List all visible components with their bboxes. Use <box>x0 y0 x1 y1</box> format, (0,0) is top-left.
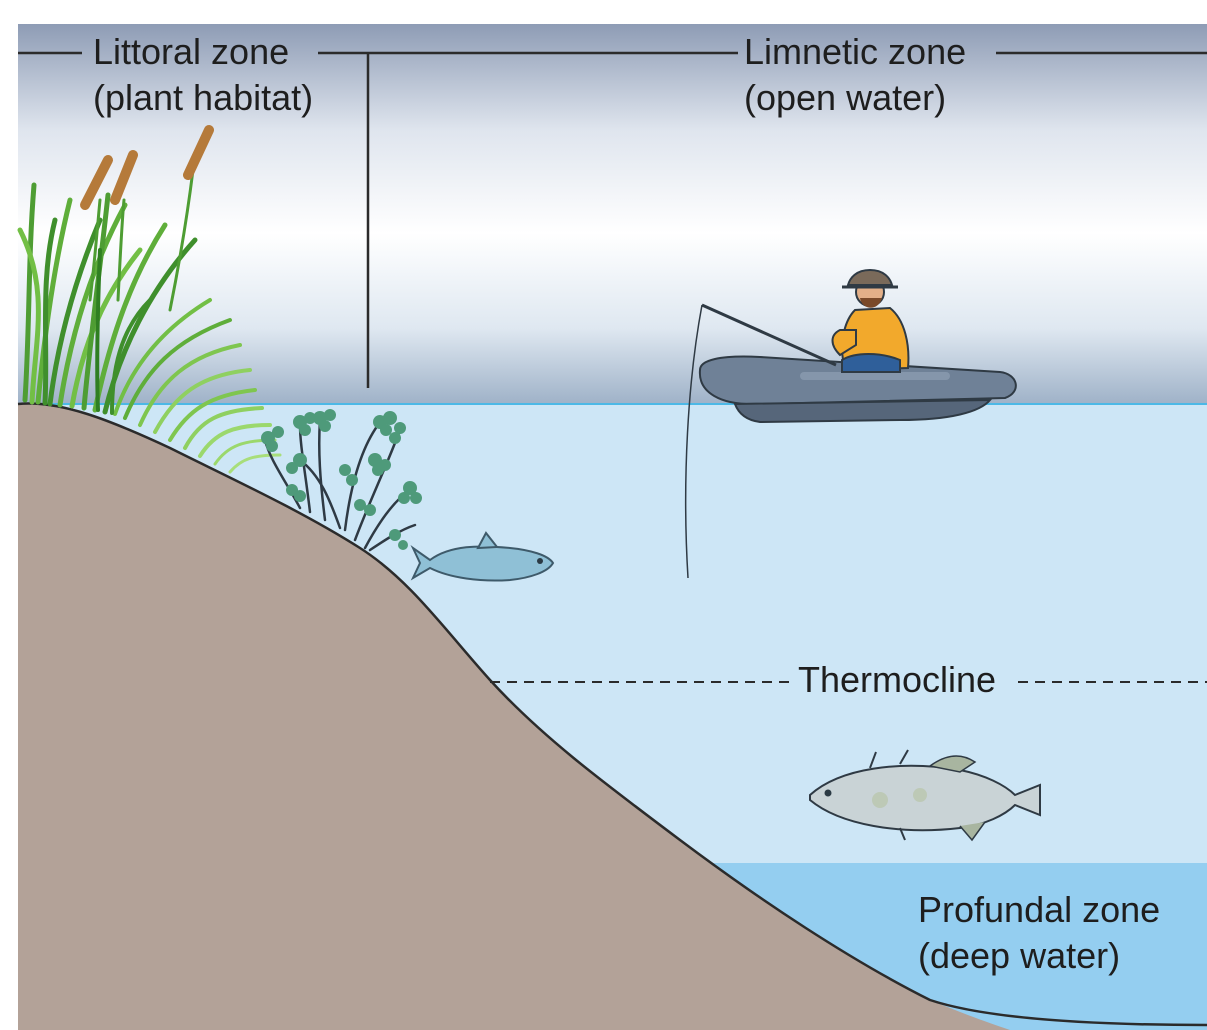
profundal-zone-title: Profundal zone <box>918 888 1160 932</box>
littoral-zone-title: Littoral zone <box>93 30 289 74</box>
limnetic-zone-title: Limnetic zone <box>744 30 966 74</box>
limnetic-zone-subtitle: (open water) <box>744 76 946 120</box>
profundal-zone-subtitle: (deep water) <box>918 934 1120 978</box>
littoral-zone-subtitle: (plant habitat) <box>93 76 313 120</box>
thermocline-label: Thermocline <box>798 658 996 702</box>
